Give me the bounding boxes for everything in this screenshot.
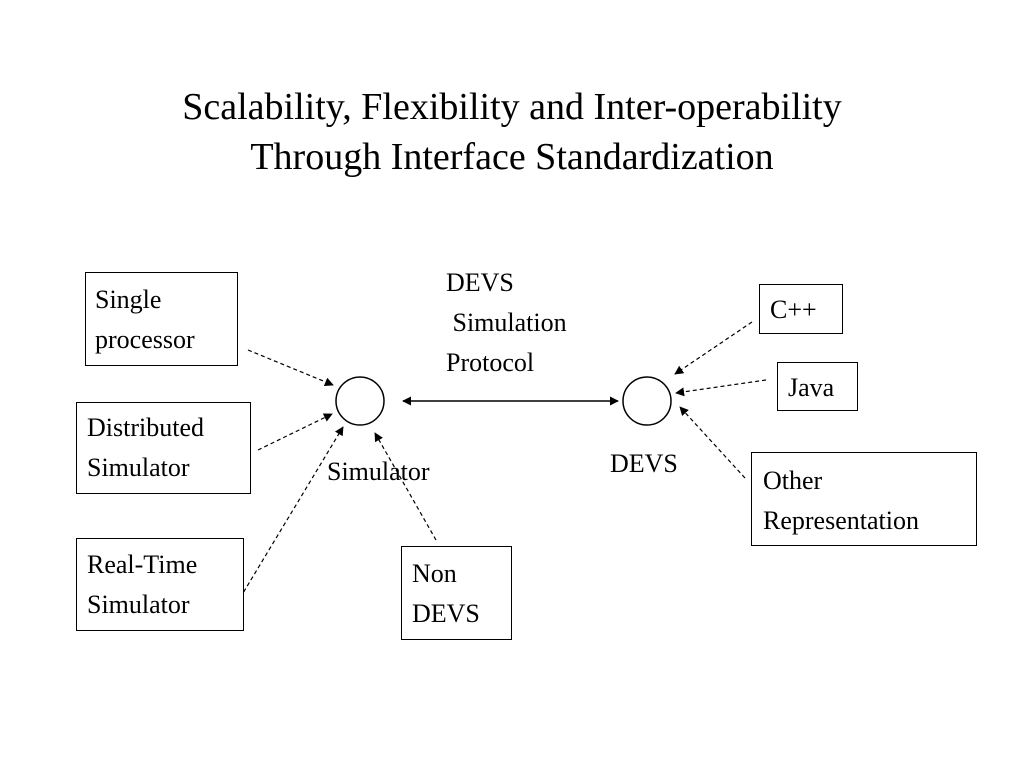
box-line: Distributed xyxy=(87,413,204,442)
distributed-simulator-box: Distributed Simulator xyxy=(76,402,251,494)
box-line: Representation xyxy=(763,506,919,535)
box-line: Other xyxy=(763,466,823,495)
box-line: Simulator xyxy=(87,590,190,619)
box-line: processor xyxy=(95,325,195,354)
java-arrow xyxy=(675,379,767,397)
cpp-arrow xyxy=(674,321,753,375)
distributed-simulator-arrow xyxy=(257,413,333,451)
box-line: Java xyxy=(788,373,835,402)
real-time-simulator-arrow xyxy=(239,426,344,599)
box-line: Simulator xyxy=(87,453,190,482)
other-representation-box: Other Representation xyxy=(751,452,977,546)
box-line: Non xyxy=(412,559,457,588)
other-representation-arrow xyxy=(679,406,746,479)
box-line: DEVS xyxy=(412,599,480,628)
devs-label: DEVS xyxy=(610,449,678,478)
cpp-box: C++ xyxy=(759,284,843,334)
box-line: Single xyxy=(95,285,162,314)
simulator-node xyxy=(335,376,385,426)
single-processor-box: Single processor xyxy=(85,272,238,366)
protocol-label: DEVS Simulation Protocol xyxy=(446,263,567,383)
protocol-label-line: Simulation xyxy=(446,308,567,337)
title-line-1: Scalability, Flexibility and Inter-opera… xyxy=(182,86,842,128)
box-line: Real-Time xyxy=(87,550,198,579)
java-box: Java xyxy=(777,362,858,411)
simulator-label: Simulator xyxy=(327,457,430,486)
real-time-simulator-box: Real-Time Simulator xyxy=(76,538,244,631)
box-line: C++ xyxy=(770,295,817,324)
single-processor-arrow xyxy=(247,349,334,387)
protocol-label-line: DEVS xyxy=(446,268,514,297)
title-line-2: Through Interface Standardization xyxy=(250,136,774,178)
protocol-label-line: Protocol xyxy=(446,348,535,377)
non-devs-box: Non DEVS xyxy=(401,546,512,640)
slide-title: Scalability, Flexibility and Inter-opera… xyxy=(0,82,1024,182)
devs-node xyxy=(622,376,672,426)
